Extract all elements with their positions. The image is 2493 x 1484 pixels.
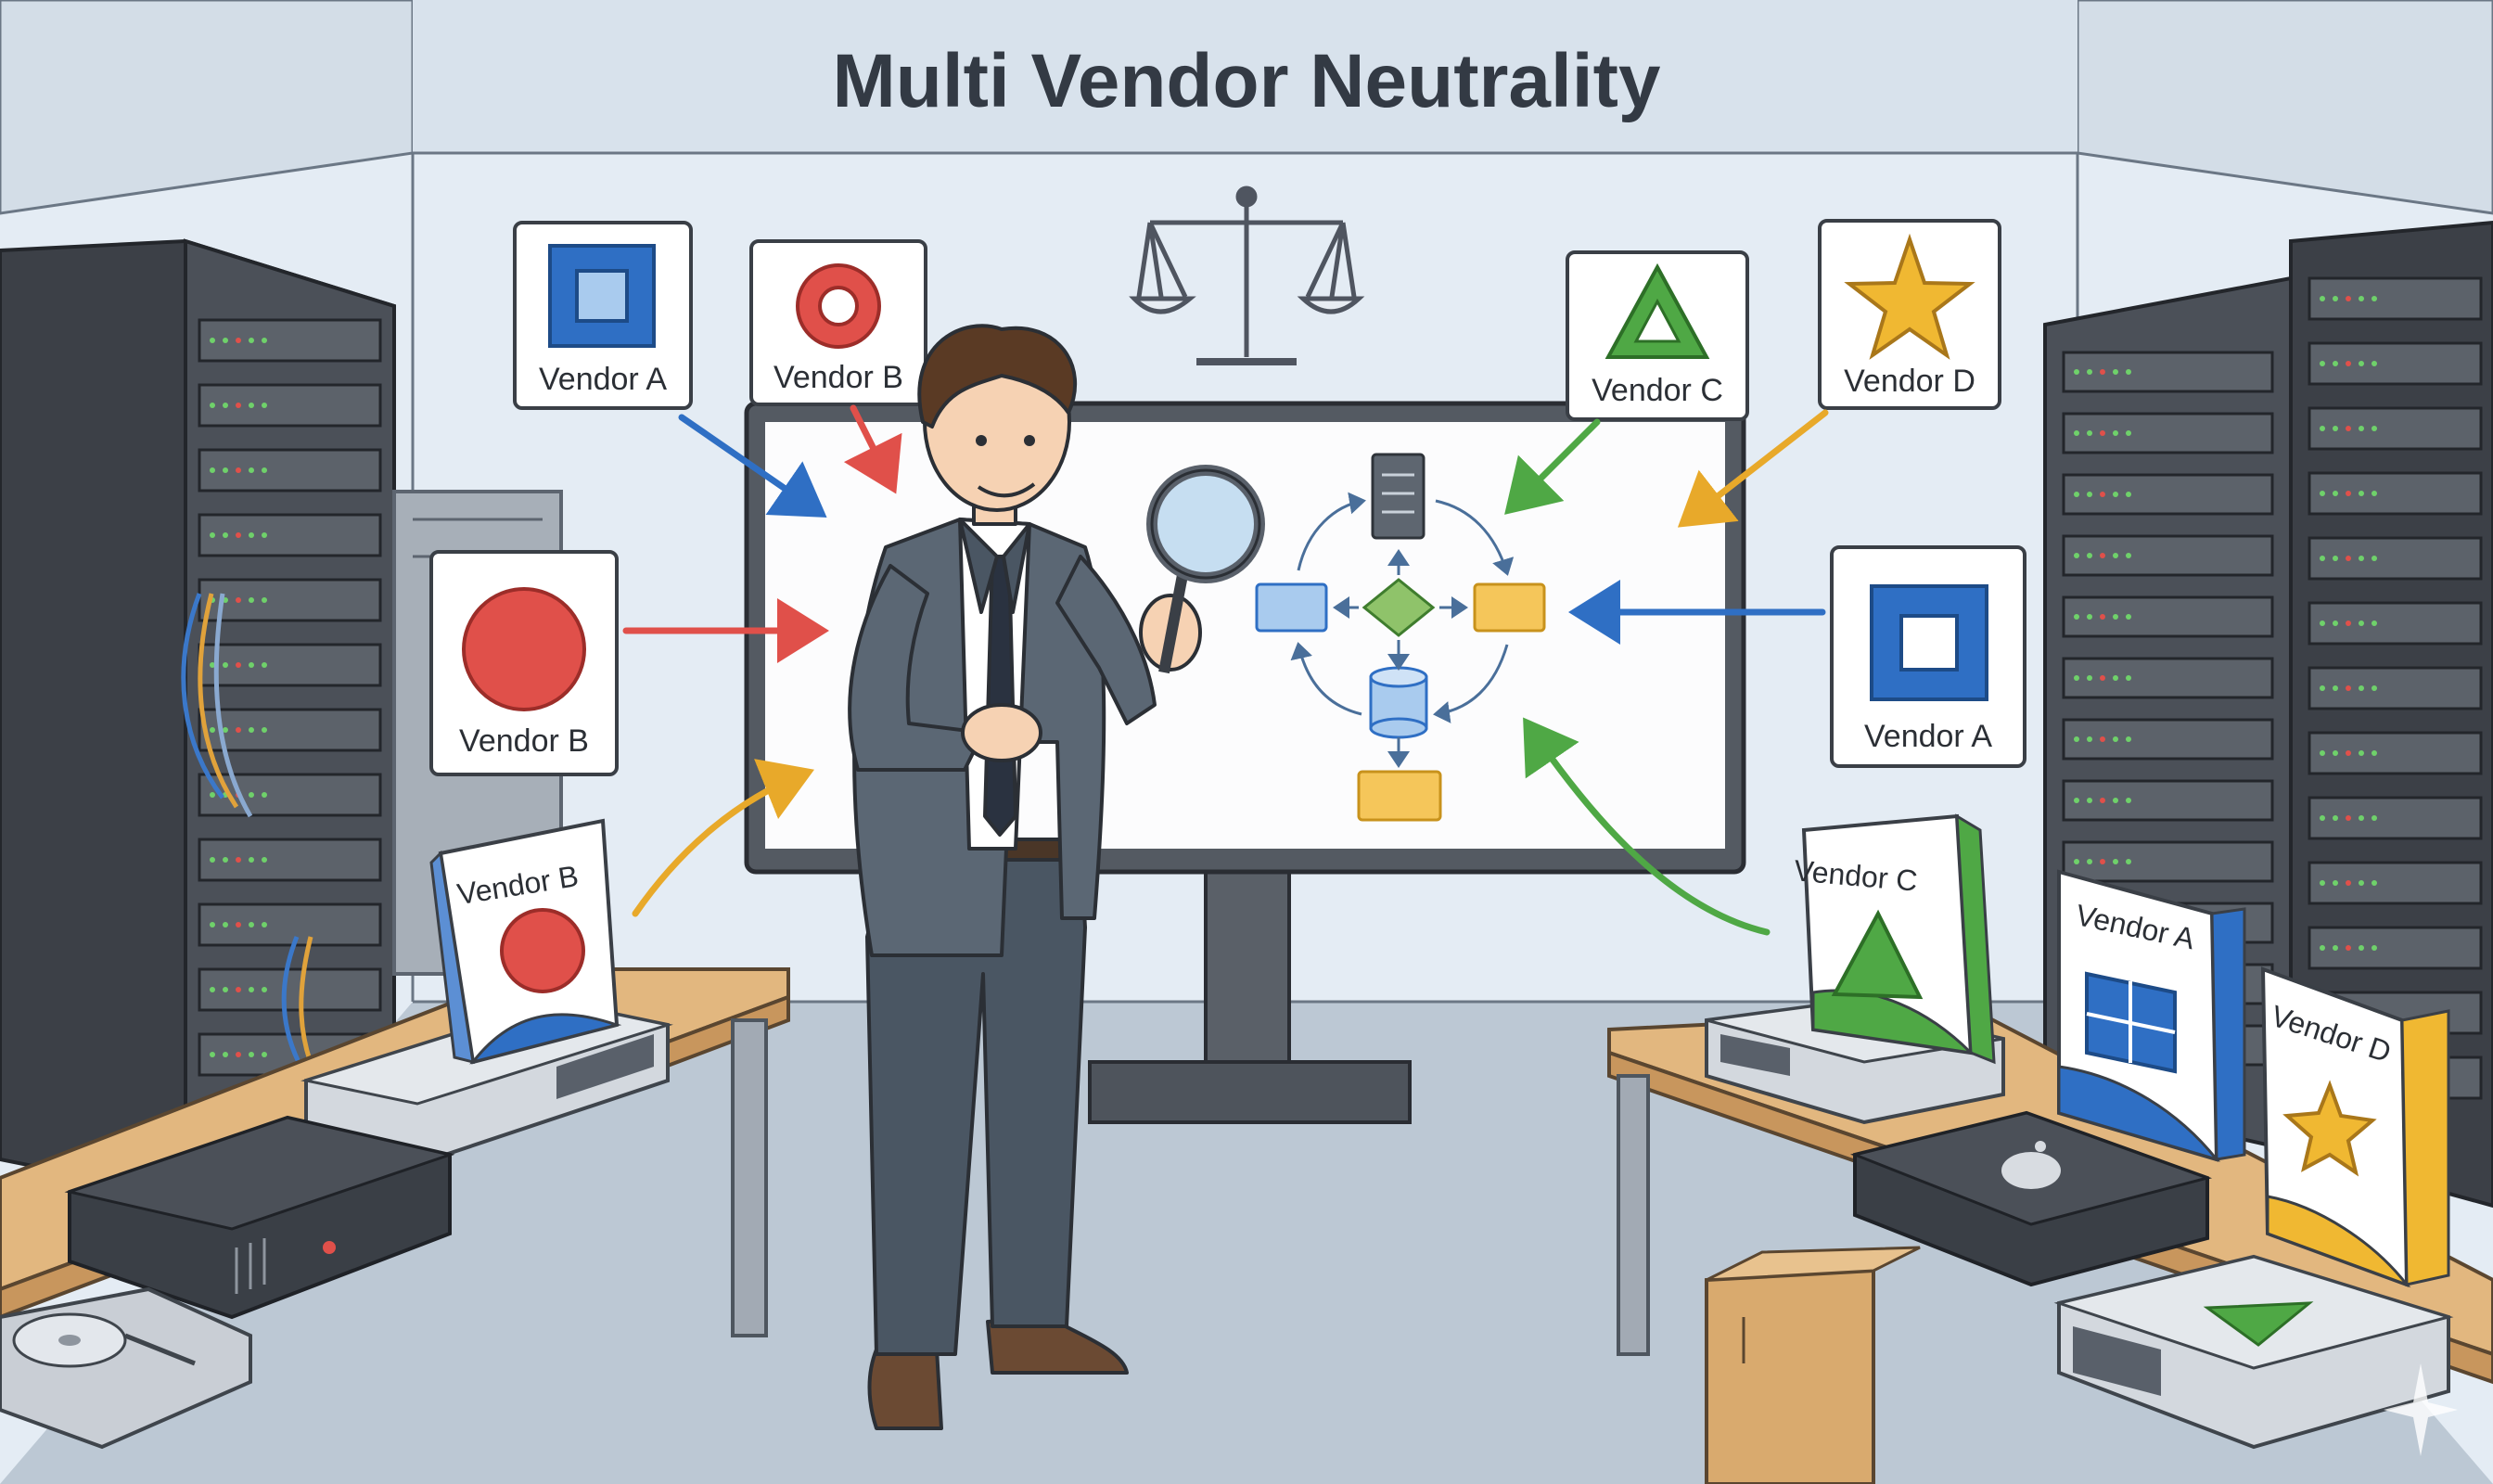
right-desk xyxy=(1607,999,2493,1484)
magnifying-glass-icon xyxy=(1146,465,1265,674)
rack-unit xyxy=(2062,595,2274,638)
rack-unit xyxy=(2308,471,2483,516)
arrow-vendor-a-top xyxy=(678,414,827,518)
sparkle-icon xyxy=(2384,1363,2458,1456)
blue-square-icon xyxy=(1870,584,1988,701)
rack-unit xyxy=(198,902,382,947)
consultant xyxy=(848,324,1202,1430)
rack-unit xyxy=(2308,341,2483,386)
desktop-pc-left xyxy=(64,1115,455,1320)
rack-unit xyxy=(198,513,382,557)
network-diagram xyxy=(1255,453,1546,822)
rack-unit xyxy=(2308,406,2483,451)
rack-unit xyxy=(2308,536,2483,581)
arrow-vendor-b-box xyxy=(632,759,814,917)
window-logo-icon xyxy=(2085,971,2177,1074)
consultant-left-arm xyxy=(848,564,985,772)
vendor-card-top-b-label: Vendor B xyxy=(773,360,903,395)
product-box-vendor-d: Vendor D xyxy=(2260,966,2450,1288)
rack-unit xyxy=(2308,276,2483,321)
rack-unit xyxy=(2062,718,2274,761)
blue-square-icon xyxy=(548,244,656,348)
red-circle-icon xyxy=(796,263,881,349)
green-triangle-icon xyxy=(1831,909,1924,1000)
rack-unit xyxy=(2062,534,2274,577)
arrow-vendor-c-top xyxy=(1504,418,1601,515)
diagram-node-left xyxy=(1255,582,1328,633)
rack-unit xyxy=(198,643,382,687)
vendor-card-right-a-label: Vendor A xyxy=(1864,719,1992,754)
rack-unit xyxy=(2308,666,2483,710)
vendor-card-top-a: Vendor A xyxy=(513,221,693,410)
cardboard-box xyxy=(1705,1246,1921,1484)
vendor-card-top-d: Vendor D xyxy=(1818,219,2001,410)
diagram-node-right xyxy=(1473,582,1546,633)
diagram-node-center xyxy=(1362,578,1436,637)
rack-unit xyxy=(2062,779,2274,822)
rack-unit xyxy=(198,383,382,428)
rack-unit xyxy=(2062,351,2274,393)
rack-unit xyxy=(198,967,382,1012)
vendor-card-top-b: Vendor B xyxy=(749,239,927,406)
network-appliance-right xyxy=(2053,1254,2454,1450)
rack-unit xyxy=(2062,657,2274,699)
product-box-vendor-a: Vendor A xyxy=(2057,869,2246,1162)
rack-unit xyxy=(2308,601,2483,646)
arrow-vendor-c-box xyxy=(1523,717,1771,936)
page-title: Multi Vendor Neutrality xyxy=(833,39,1661,123)
product-box-vendor-c: Vendor C xyxy=(1793,813,1996,1065)
rack-unit xyxy=(198,448,382,493)
consultant-right-arm xyxy=(1055,555,1157,725)
vendor-card-left-b-label: Vendor B xyxy=(459,723,589,759)
left-server-rack xyxy=(0,238,396,1199)
rack-unit xyxy=(2308,926,2483,970)
vendor-card-left-b: Vendor B xyxy=(429,550,619,776)
consultant-left-hand xyxy=(961,703,1042,762)
arrow-vendor-d-top xyxy=(1677,409,1829,528)
vendor-card-top-c: Vendor C xyxy=(1566,250,1749,421)
green-triangle-icon xyxy=(2203,1301,2314,1347)
arrow-vendor-b-top xyxy=(843,404,902,494)
rack-unit xyxy=(2308,861,2483,905)
rack-unit xyxy=(2062,473,2274,516)
apple-logo-icon xyxy=(2001,1141,2061,1189)
green-triangle-icon xyxy=(1604,262,1710,359)
vendor-card-top-a-label: Vendor A xyxy=(539,362,667,397)
server-icon xyxy=(1371,453,1425,540)
red-circle-icon xyxy=(462,587,586,711)
diagram-node-bottom xyxy=(1357,770,1442,822)
yellow-star-icon xyxy=(1844,233,1975,360)
hard-drive-icon xyxy=(0,1286,252,1450)
rack-unit xyxy=(2308,796,2483,840)
vendor-card-top-d-label: Vendor D xyxy=(1844,364,1975,399)
rack-unit xyxy=(2062,840,2274,883)
vendor-card-top-c-label: Vendor C xyxy=(1592,373,1723,408)
rack-unit xyxy=(2062,412,2274,454)
red-circle-icon xyxy=(500,908,585,993)
balance-scale-icon xyxy=(1129,186,1365,365)
vendor-card-right-a: Vendor A xyxy=(1830,545,2026,768)
product-box-vendor-b: Vendor B xyxy=(429,818,622,1065)
consultant-hair xyxy=(917,324,1078,429)
database-icon xyxy=(1369,666,1428,739)
yellow-star-icon xyxy=(2282,1080,2377,1177)
rack-unit xyxy=(198,838,382,882)
rack-unit xyxy=(198,708,382,752)
rack-unit xyxy=(198,578,382,622)
mini-pc-apple xyxy=(1850,1110,2213,1287)
vendor-arrows xyxy=(622,404,1829,936)
rack-unit xyxy=(2308,731,2483,775)
rack-unit xyxy=(198,318,382,363)
